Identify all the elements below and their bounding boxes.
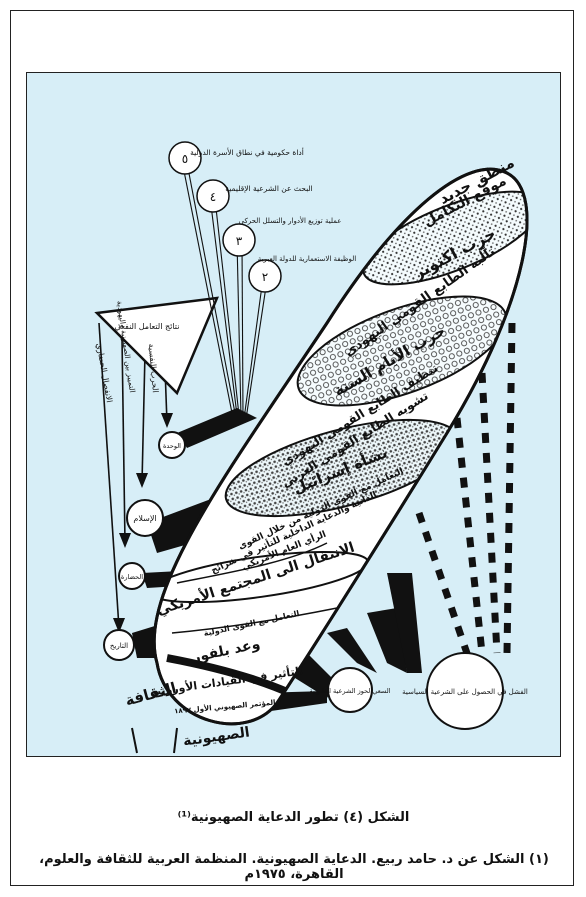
svg-text:٥: ٥ bbox=[182, 152, 188, 166]
left-label-1: الانفصال الحضاري bbox=[95, 343, 114, 404]
main-body bbox=[152, 167, 529, 726]
arrowheads bbox=[113, 413, 173, 633]
svg-text:الوظيفة الاستعمارية للدولة الع: الوظيفة الاستعمارية للدولة العبرية bbox=[258, 255, 356, 263]
svg-text:٤: ٤ bbox=[210, 190, 216, 204]
circle-political-failure: الفشل في الحصول على الشرعية السياسية bbox=[402, 652, 528, 730]
triangle-label: نتائج التعامل النفعي bbox=[115, 322, 180, 331]
base-label-zionism: الصهيونية bbox=[182, 724, 251, 749]
page-frame bbox=[10, 10, 574, 886]
fan-circle-3: ٣ عملية توزيع الأدوار والتسلل الحركي bbox=[222, 216, 342, 257]
circle-islam: الإسلام bbox=[126, 499, 164, 537]
svg-text:الإسلام: الإسلام bbox=[133, 514, 156, 524]
svg-text:السعي لحوز الشرعية القانونية: السعي لحوز الشرعية القانونية bbox=[310, 687, 391, 695]
base-label-culture: الثقافة bbox=[123, 679, 178, 710]
circle-civilization: الحضارة bbox=[118, 562, 146, 590]
left-label-3: الحرب النفسية bbox=[147, 343, 160, 393]
svg-text:التاريخ: التاريخ bbox=[110, 642, 128, 650]
svg-text:أداة حكومية في نطاق الأسرة الد: أداة حكومية في نطاق الأسرة الدولية bbox=[190, 147, 304, 157]
figure-source: (١) الشكل عن د. حامد ربيع. الدعاية الصهي… bbox=[39, 852, 549, 882]
striped-posts bbox=[415, 322, 516, 670]
svg-text:الحضارة: الحضارة bbox=[121, 573, 143, 581]
fan-circle-5: ٥ أداة حكومية في نطاق الأسرة الدولية bbox=[168, 141, 304, 175]
svg-text:البحث عن الشرعية الإقليمية: البحث عن الشرعية الإقليمية bbox=[225, 184, 312, 193]
circle-history: التاريخ bbox=[103, 629, 135, 661]
black-wedges-right bbox=[327, 573, 422, 673]
fan-circle-2: ٢ الوظيفة الاستعمارية للدولة العبرية bbox=[248, 255, 356, 293]
fan-circle-4: ٤ البحث عن الشرعية الإقليمية bbox=[196, 179, 313, 213]
benefit-triangle: نتائج التعامل النفعي bbox=[94, 296, 219, 396]
svg-text:٢: ٢ bbox=[262, 270, 268, 284]
circle-legal-legitimacy: السعي لحوز الشرعية القانونية bbox=[310, 667, 391, 713]
svg-text:الفشل في الحصول على الشرعية ال: الفشل في الحصول على الشرعية السياسية bbox=[402, 688, 528, 696]
figure-caption: الشكل (٤) تطور الدعاية الصهيونية⁽¹⁾ bbox=[177, 810, 410, 825]
propaganda-diagram: نتائج التعامل النفعي الانفصال الحضاري ال… bbox=[26, 72, 561, 757]
svg-text:الوحدة: الوحدة bbox=[163, 442, 181, 450]
svg-text:عملية توزيع الأدوار والتسلل ال: عملية توزيع الأدوار والتسلل الحركي bbox=[239, 216, 342, 225]
svg-text:٣: ٣ bbox=[236, 234, 243, 248]
fan-lines bbox=[181, 160, 268, 420]
circle-unity: الوحدة bbox=[158, 431, 186, 459]
